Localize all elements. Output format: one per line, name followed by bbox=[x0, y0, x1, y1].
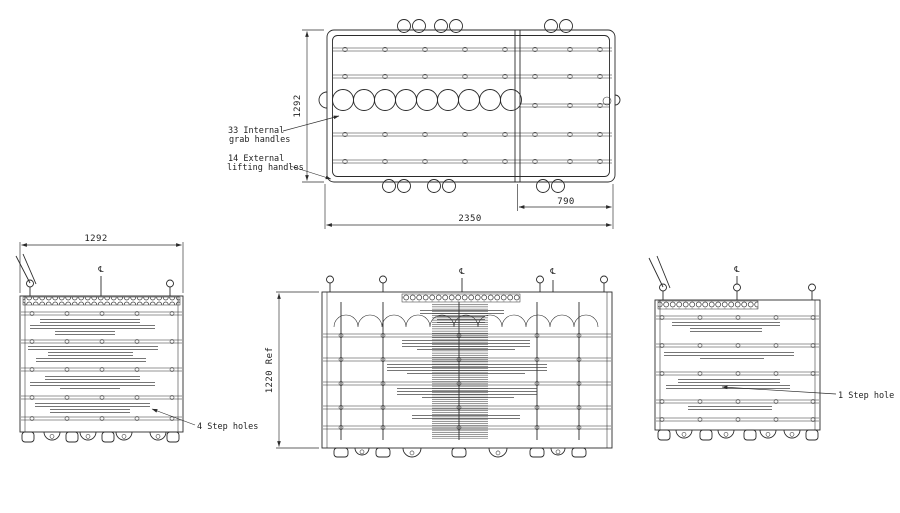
plan-callout-leaders bbox=[282, 115, 340, 180]
left-sling-line bbox=[22, 253, 37, 285]
plan-inner-frame bbox=[332, 35, 610, 177]
leader-step-hole bbox=[721, 385, 837, 395]
right-contents-hatch bbox=[664, 322, 794, 412]
plan-dim-right-section-label: 790 bbox=[557, 197, 574, 207]
left-contents-hatch bbox=[28, 318, 158, 414]
left-lifting-lugs bbox=[15, 253, 174, 297]
leader-step-holes bbox=[151, 408, 196, 426]
left-centerline-symbol: ℄ bbox=[97, 265, 104, 274]
center-step-holes bbox=[354, 447, 566, 458]
right-sling-line bbox=[648, 257, 664, 288]
callout-step-holes: 4 Step holes bbox=[197, 422, 258, 432]
center-nodes bbox=[338, 333, 582, 430]
plan-dim-width-label: 2350 bbox=[458, 214, 481, 224]
callout-internal-line2: grab handles bbox=[229, 135, 290, 145]
center-lifting-lugs bbox=[326, 275, 608, 293]
center-dimension bbox=[276, 291, 319, 449]
right-lifting-lugs bbox=[648, 255, 816, 301]
left-dimension bbox=[19, 242, 196, 426]
plan-dim-height-label: 1292 bbox=[293, 94, 303, 117]
right-elevation bbox=[648, 255, 821, 441]
right-body bbox=[654, 299, 821, 431]
left-sling-line bbox=[15, 255, 31, 284]
plan-right-edge-handle bbox=[614, 94, 621, 106]
callout-external-line1: 14 External bbox=[228, 154, 284, 164]
plan-right-fitting bbox=[602, 96, 612, 106]
right-centerline-symbol: ℄ bbox=[733, 265, 740, 274]
right-rails bbox=[656, 315, 819, 422]
plan-external-lifting-handles bbox=[382, 19, 573, 193]
left-nodes bbox=[29, 311, 175, 421]
left-rails bbox=[21, 311, 182, 421]
left-top-coil-band bbox=[22, 296, 181, 306]
center-top-coil-band bbox=[401, 293, 521, 303]
left-elevation bbox=[15, 253, 184, 443]
right-callout-leader bbox=[721, 385, 837, 395]
plan-view bbox=[318, 19, 621, 193]
left-feet bbox=[21, 431, 180, 443]
center-feet bbox=[333, 447, 587, 458]
plan-internal-grab-handle-chain bbox=[332, 89, 522, 111]
right-sling-line bbox=[656, 255, 671, 289]
plan-frame-rails bbox=[333, 47, 612, 164]
callout-external-line2: lifting handles bbox=[227, 163, 304, 173]
center-centerline-symbol-2: ℄ bbox=[549, 267, 556, 276]
center-dim-height-label: 1220 Ref bbox=[265, 347, 275, 394]
leader-external-lifting-handles bbox=[289, 165, 332, 180]
left-step-holes bbox=[43, 431, 167, 441]
callout-internal-line1: 33 Internal bbox=[228, 126, 284, 136]
center-elevation bbox=[321, 275, 613, 458]
plan-outer-frame bbox=[326, 29, 616, 183]
right-step-holes bbox=[675, 429, 801, 439]
left-body bbox=[19, 295, 184, 433]
right-feet bbox=[657, 429, 819, 441]
leader-internal-grab-handles bbox=[282, 115, 340, 132]
left-dim-width-label: 1292 bbox=[84, 234, 107, 244]
plan-left-edge-handle bbox=[318, 91, 328, 109]
callout-step-hole: 1 Step hole bbox=[838, 391, 894, 401]
center-body bbox=[321, 291, 613, 449]
center-contents-hatch bbox=[387, 303, 547, 439]
right-top-coil-band bbox=[657, 300, 759, 310]
center-centerline-symbol: ℄ bbox=[458, 267, 465, 276]
plan-fastener-nodes bbox=[342, 47, 603, 164]
right-nodes bbox=[659, 315, 816, 422]
plan-dimensions bbox=[302, 29, 614, 229]
